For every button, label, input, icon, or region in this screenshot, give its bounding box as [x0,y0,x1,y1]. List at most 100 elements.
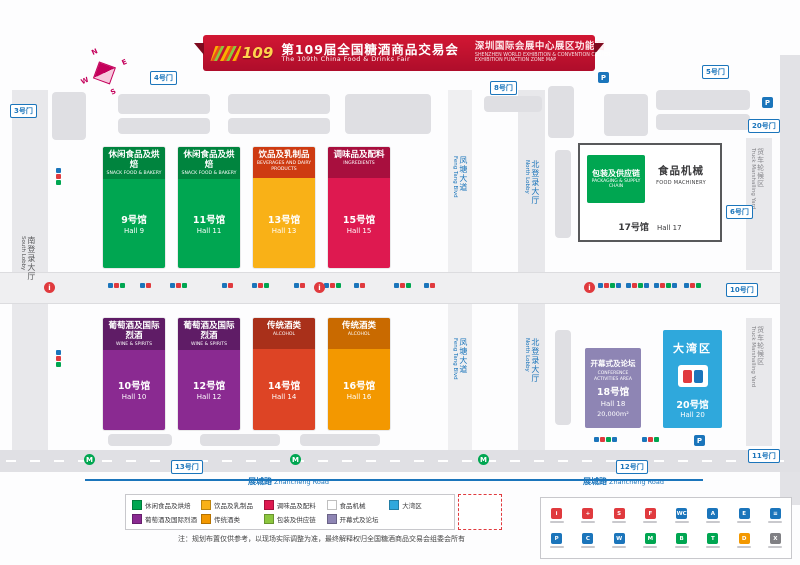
facility-icon [660,283,665,288]
legend-label: 休闲食品及烘焙 [145,502,191,511]
facility-icon [56,362,61,367]
facility-icon [264,283,269,288]
hall-number-cn: 15号馆 [342,214,376,226]
facility-icon [228,283,233,288]
legend-item: 食品机械 [326,500,386,511]
hall-16[interactable]: 传统酒类 ALCOHOL 16号馆 Hall 16 [328,318,390,430]
bay-area-food-logo [677,365,708,387]
metro-station-icon: M [290,454,301,465]
category-name-cn: 休闲食品及烘焙 [183,150,235,171]
category-name-cn: 调味品及配料 [333,150,385,160]
facility-icon [606,437,611,442]
accessible-restroom-icon: A [707,508,719,519]
parking-icon: P [694,435,705,446]
facility-icon [330,283,335,288]
hall-number: 13号馆 Hall 13 [253,178,315,268]
facility-icon [654,283,659,288]
category-name-en: INGREDIENTS [343,161,375,167]
central-concourse [0,272,800,304]
category-name-en: SNACK FOOD & BAKERY [181,171,237,177]
landscape-area [555,150,571,238]
hall-category-header: 饮品及乳制品 BEVERAGES AND DAIRY PRODUCTS [253,147,315,178]
landscape-area [548,86,574,138]
legend-caption-bar [643,546,658,548]
hall-15[interactable]: 调味品及配料 INGREDIENTS 15号馆 Hall 15 [328,147,390,268]
landscape-area [108,434,172,446]
hall-number-en: Hall 15 [346,226,372,235]
legend-item: 传统酒类 [201,513,260,524]
hall-number-en: Hall 11 [196,226,222,235]
facility-icon [430,283,435,288]
facility-icon [222,283,227,288]
facility-icons-cluster [642,437,659,442]
facility-icon [56,350,61,355]
facility-icons-cluster [56,350,61,367]
facility-icon [146,283,151,288]
packaging-supply-chain-zone[interactable]: 包装及供应链 PACKAGING & SUPPLY CHAIN [587,155,645,203]
facility-legend-item: ≡ [768,508,783,523]
legend-swatch [263,513,274,524]
landscape-area [656,90,750,110]
hall-category-header: 休闲食品及烘焙 SNACK FOOD & BAKERY [103,147,165,179]
facility-legend-item: T [705,533,720,548]
metro-station-icon: M [478,454,489,465]
hall-number-en: Hall 13 [271,226,297,235]
restroom-icon: WC [676,508,688,519]
hall-number: 17号馆 Hall 17 [580,215,720,234]
landscape-area [345,94,431,134]
facility-legend-item: X [768,533,783,548]
facility-icon [252,283,257,288]
hall-number-cn: 17号馆 [618,223,649,233]
facility-icons-cluster [424,283,435,288]
facility-icon [672,283,677,288]
category-name-cn: 休闲食品及烘焙 [108,150,160,171]
legend-caption-bar [549,546,564,548]
hall-11[interactable]: 休闲食品及烘焙 SNACK FOOD & BAKERY 11号馆 Hall 11 [178,147,240,268]
zone-legend: 休闲食品及烘焙饮品及乳制品调味品及配料食品机械大湾区葡萄酒及国际烈酒传统酒类包装… [125,494,455,530]
hall-9[interactable]: 休闲食品及烘焙 SNACK FOOD & BAKERY 9号馆 Hall 9 [103,147,165,268]
parking-icon: P [598,72,609,83]
hall-number: 14号馆 Hall 14 [253,349,315,430]
facility-icon [604,283,609,288]
zhancheng-road-band [0,450,800,472]
gate-label: 4号门 [150,71,177,85]
info-point-icon: i [44,282,55,293]
legend-caption-bar [768,521,783,523]
hall-17[interactable]: 包装及供应链 PACKAGING & SUPPLY CHAIN 食品机械 FOO… [578,143,722,242]
bus-station-icon: B [676,533,688,544]
hall-number-en: Hall 17 [657,224,682,232]
facility-icon [638,283,643,288]
facility-icons-cluster [684,283,701,288]
food-machinery-zone[interactable]: 食品机械 FOOD MACHINERY [648,163,714,186]
hall-10[interactable]: 葡萄酒及国际烈酒 WINE & SPIRITS 10号馆 Hall 10 [103,318,165,430]
landscape-area [228,118,330,134]
hall-area: 20,000m² [597,409,629,418]
hall-14[interactable]: 传统酒类 ALCOHOL 14号馆 Hall 14 [253,318,315,430]
hall-12[interactable]: 葡萄酒及国际烈酒 WINE & SPIRITS 12号馆 Hall 12 [178,318,240,430]
hall-number-cn: 11号馆 [192,214,226,226]
taxi-stand-icon: T [707,533,719,544]
legend-swatch [132,513,142,524]
facility-icon [690,283,695,288]
logo-stripes-icon [210,45,242,61]
facility-icons-cluster [594,437,617,442]
category-name-en: WINE & SPIRITS [190,342,228,348]
hall-18[interactable]: 开幕式及论坛 CONFERENCE ACTIVITIES AREA 18号馆 H… [585,348,641,428]
hall-number-en: Hall 10 [121,393,147,402]
hall-13[interactable]: 饮品及乳制品 BEVERAGES AND DAIRY PRODUCTS 13号馆… [253,147,315,268]
facility-icon [258,283,263,288]
category-name-cn: 传统酒类 [341,321,376,331]
facility-legend-item: F [643,508,658,523]
legend-label: 传统酒类 [214,515,240,524]
category-name-en: CONFERENCE ACTIVITIES AREA [594,371,632,382]
legend-label: 葡萄酒及国际烈酒 [145,515,197,524]
hall-20[interactable]: 大湾区 20号馆 Hall 20 [663,330,722,428]
hall-number-cn: 12号馆 [192,381,226,393]
